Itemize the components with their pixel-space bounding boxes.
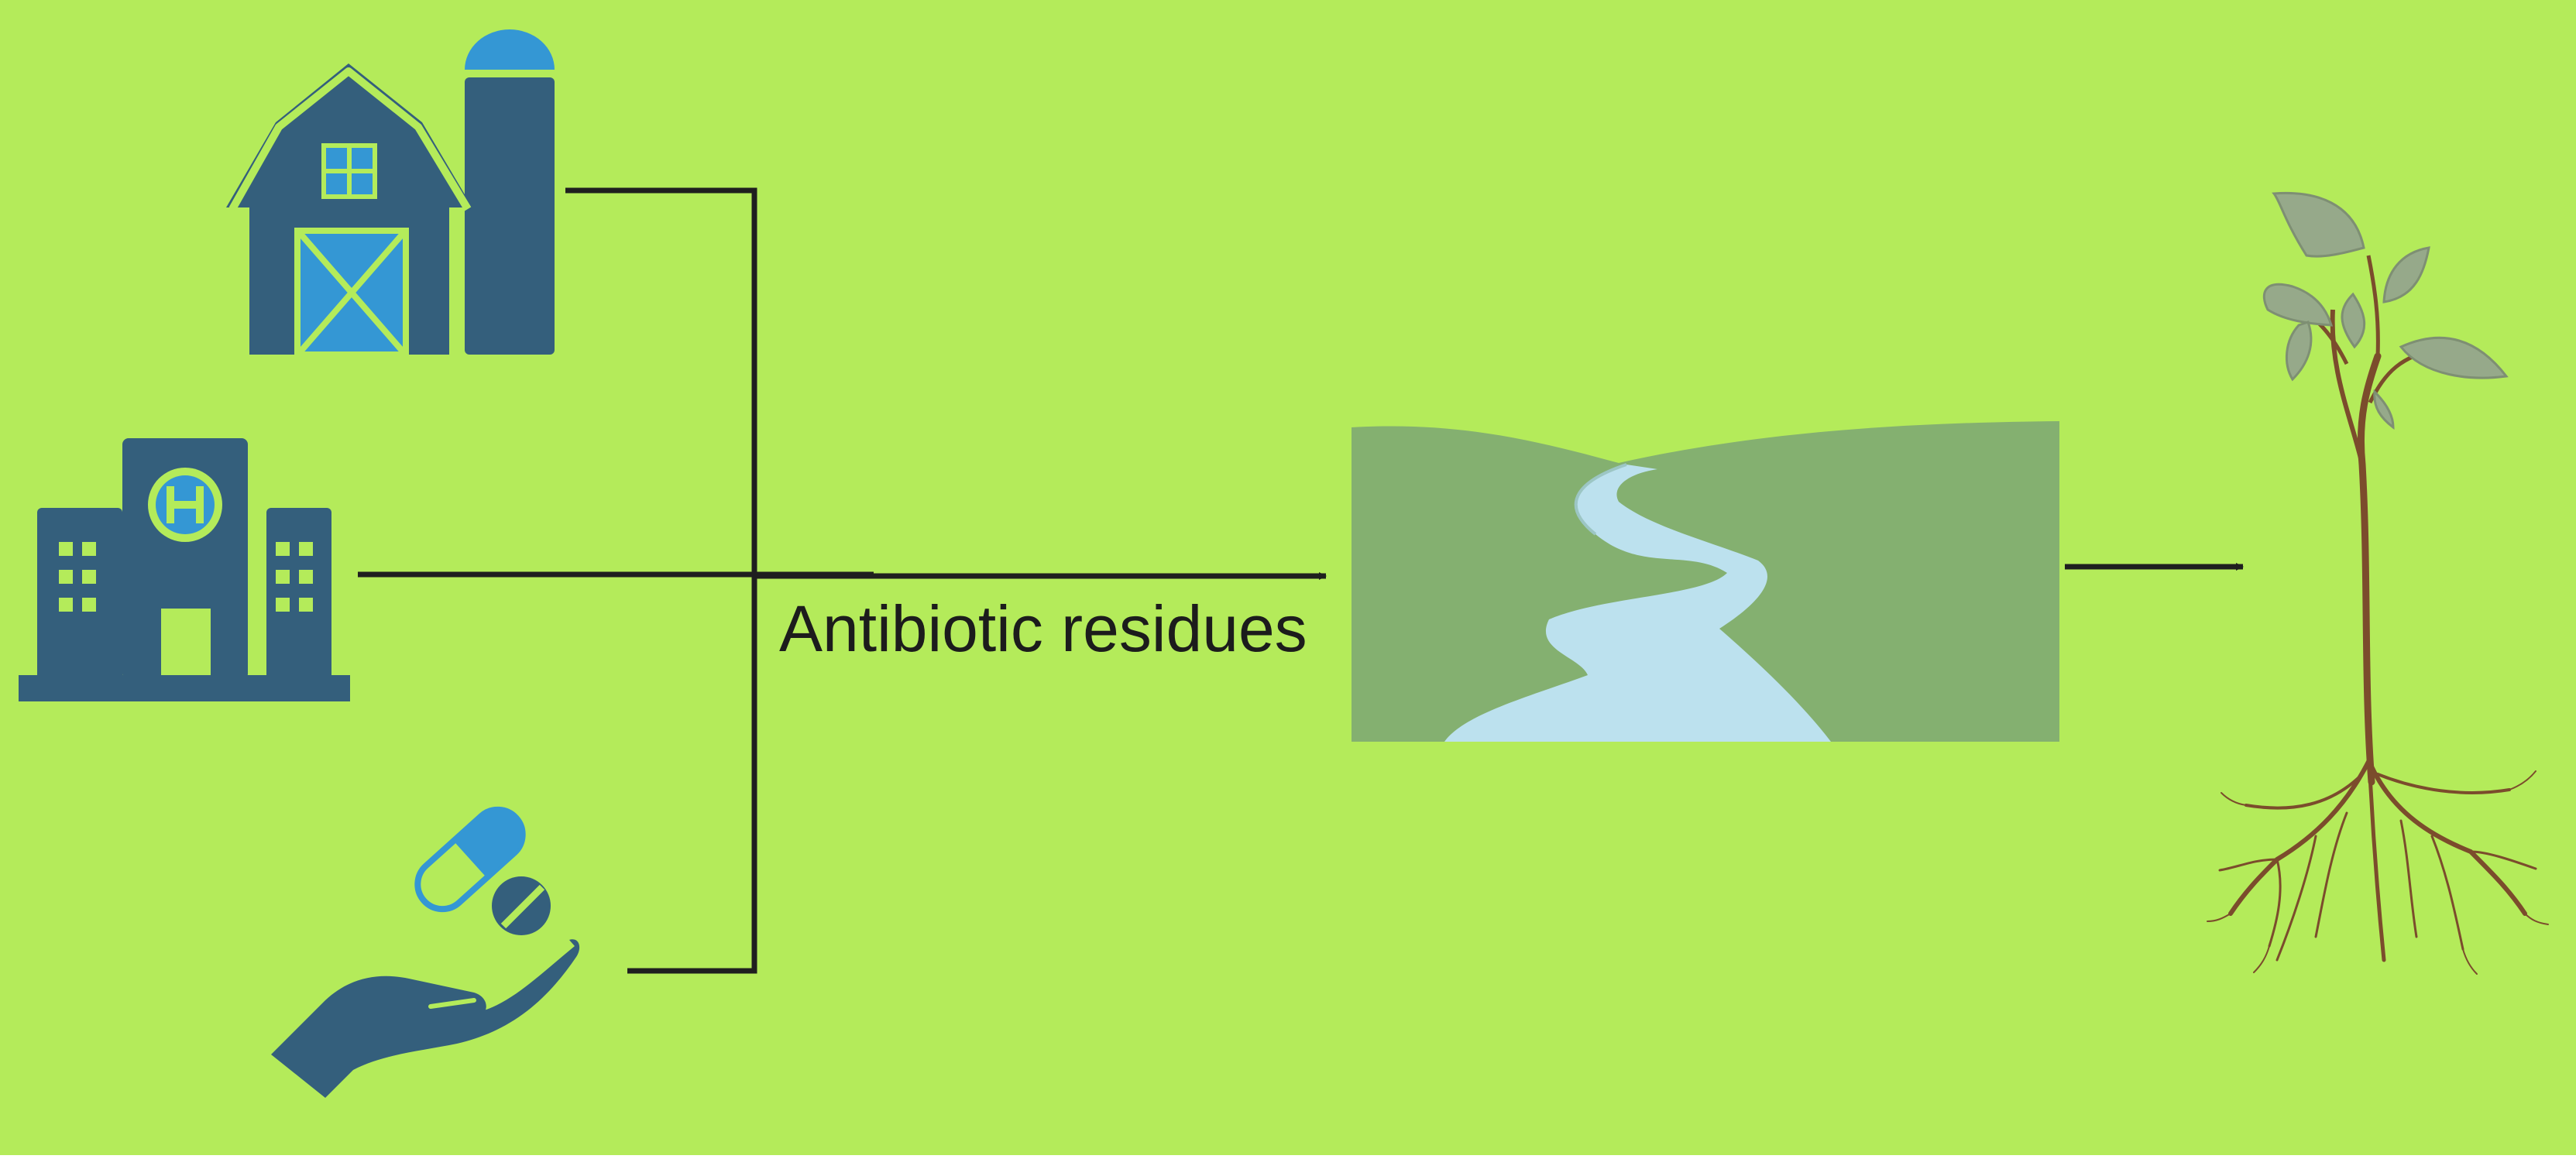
river-landscape-icon — [1352, 421, 2059, 742]
barn-door-icon — [297, 231, 406, 355]
flow-label-antibiotic-residues: Antibiotic residues — [779, 590, 1307, 667]
hospital-h-emblem-icon — [148, 468, 222, 542]
tablet-icon — [492, 876, 551, 935]
barn-window-icon — [324, 146, 375, 197]
silo-icon — [465, 29, 555, 355]
